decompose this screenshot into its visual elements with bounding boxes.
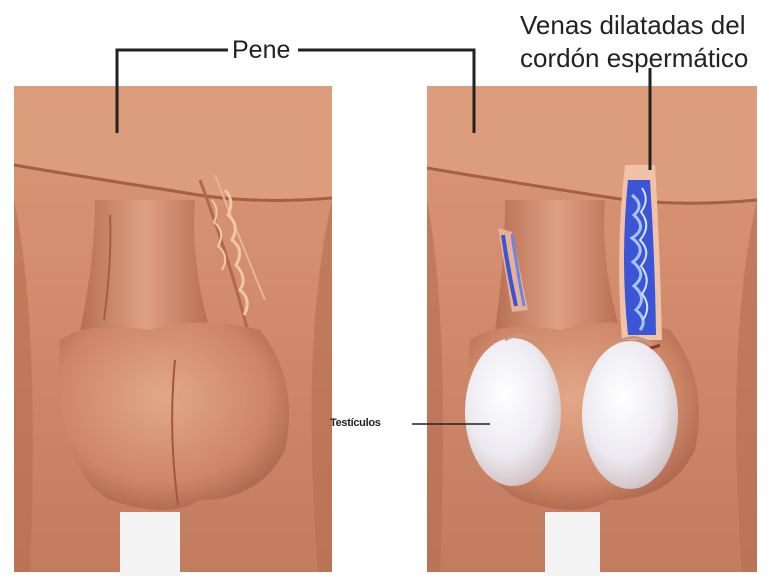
varicocele-panel	[427, 86, 757, 576]
dilated-veins-label-line1: Venas dilatadas del	[520, 9, 748, 42]
dilated-veins-label-line2: cordón espermático	[520, 42, 748, 75]
dilated-veins-label: Venas dilatadas del cordón espermático	[520, 9, 748, 75]
dilated-veins-icon	[619, 165, 662, 349]
penis-label: Pene	[232, 38, 290, 63]
normal-anatomy-panel	[14, 86, 332, 576]
testicles-label: Testículos	[330, 418, 381, 429]
